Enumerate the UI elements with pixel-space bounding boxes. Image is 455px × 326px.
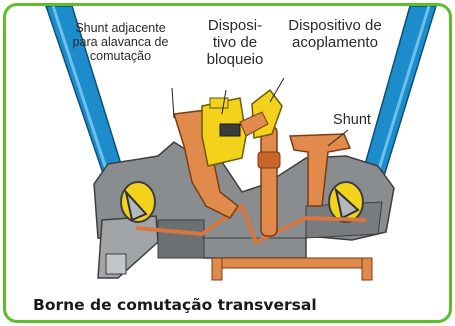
label-adjacent-shunt-line-3: comutação	[89, 49, 152, 63]
label-shunt: Shunt	[333, 112, 371, 128]
label-coupling-device-line-1: Dispositivo de	[288, 17, 382, 34]
label-coupling-device-line-2: acoplamento	[292, 33, 378, 51]
label-locking-device-line-1: Disposi-	[207, 17, 263, 34]
terminal-block-illustration	[45, 6, 437, 281]
copper-busbar	[135, 202, 373, 281]
left-spring-clamp	[120, 181, 156, 223]
label-locking-device: Disposi- tivo de bloqueio	[192, 17, 278, 68]
label-coupling-device: Dispositivo de acoplamento	[274, 17, 396, 52]
label-locking-device-line-2: tivo de	[212, 33, 258, 51]
label-adjacent-shunt-line-2: para alavanca de	[72, 35, 169, 49]
label-locking-device-line-3: bloqueio	[206, 50, 264, 68]
switching-spindle	[257, 125, 281, 237]
coupling-device	[239, 88, 283, 139]
label-adjacent-shunt-line-1: Shunt adjacente	[75, 21, 166, 35]
illustration-frame: Shunt adjacente para alavanca de comutaç…	[3, 3, 452, 323]
shunt-bar	[289, 133, 352, 207]
locking-device	[201, 97, 247, 167]
leader-lines	[171, 77, 349, 147]
right-spring-clamp	[328, 181, 364, 223]
figure-caption: Borne de comutação transversal	[33, 296, 317, 314]
label-adjacent-shunt: Shunt adjacente para alavanca de comutaç…	[58, 21, 183, 63]
